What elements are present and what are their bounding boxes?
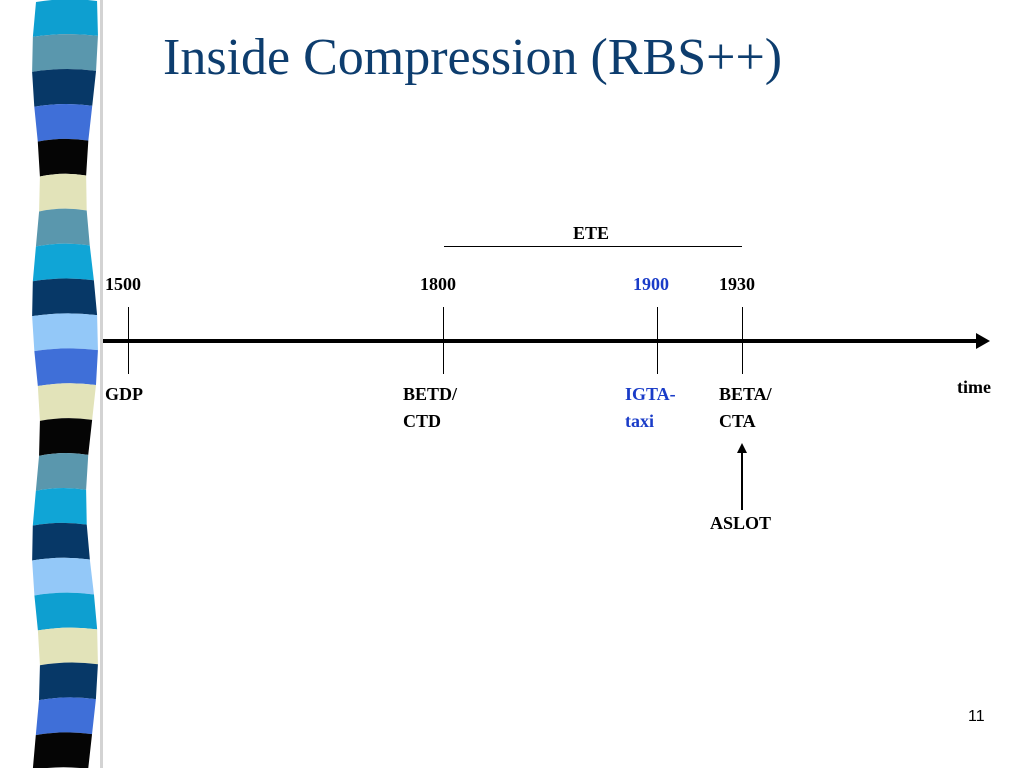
stripe-segment <box>34 348 98 386</box>
event-betd-ctd-line2: CTD <box>403 411 442 431</box>
event-beta-cta-line1: BETA/ <box>719 384 772 404</box>
stripe-segment <box>39 418 93 456</box>
aslot-label: ASLOT <box>710 513 772 533</box>
year-1500: 1500 <box>105 274 141 294</box>
time-axis-label: time <box>957 377 991 397</box>
aslot-arrowhead <box>737 443 747 453</box>
event-gdp-line1: GDP <box>105 384 143 404</box>
event-beta-cta-line2: CTA <box>719 411 756 431</box>
stripe-segment <box>34 103 93 142</box>
stripe-segment <box>32 487 87 526</box>
event-gdp: GDP <box>105 381 143 408</box>
stripe-segment <box>37 138 89 177</box>
axis-arrowhead <box>976 333 990 349</box>
aslot-arrow <box>741 452 743 510</box>
page-number: 11 <box>968 708 985 725</box>
stripe-segment <box>34 592 98 631</box>
stripe-segment <box>32 34 98 72</box>
slide-title: Inside Compression (RBS++) <box>163 29 783 86</box>
stripe-segment <box>32 557 94 596</box>
event-igta-taxi-line2: taxi <box>625 411 654 431</box>
stripe-segment <box>32 313 98 352</box>
ete-span-line <box>444 246 742 247</box>
stripe-segment <box>35 697 96 736</box>
stripe-segment <box>35 208 90 247</box>
stripe-segment <box>32 522 90 561</box>
event-betd-ctd-line1: BETD/ <box>403 384 458 404</box>
stripe-segment <box>32 0 98 37</box>
year-1930: 1930 <box>719 274 755 294</box>
time-axis <box>103 339 979 343</box>
stripe-segment <box>32 243 94 282</box>
stripe-segment <box>32 732 93 768</box>
stripe-segment <box>32 278 98 317</box>
event-igta-taxi-line1: IGTA- <box>625 384 676 404</box>
stripe-segment <box>37 627 98 666</box>
stripe-segment <box>39 662 98 701</box>
stripe-segment <box>35 453 89 491</box>
event-beta-cta: BETA/ CTA <box>719 381 772 435</box>
event-betd-ctd: BETD/ CTD <box>403 381 457 435</box>
stripe-segment <box>37 383 96 421</box>
ete-label: ETE <box>573 223 610 243</box>
event-igta-taxi: IGTA- taxi <box>625 381 676 435</box>
stripe-segment <box>39 173 87 212</box>
decorative-stripe <box>32 0 103 768</box>
year-1800: 1800 <box>420 274 456 294</box>
stripe-segment <box>32 69 97 107</box>
year-1900: 1900 <box>633 274 669 294</box>
stripe-shadow <box>100 0 103 768</box>
